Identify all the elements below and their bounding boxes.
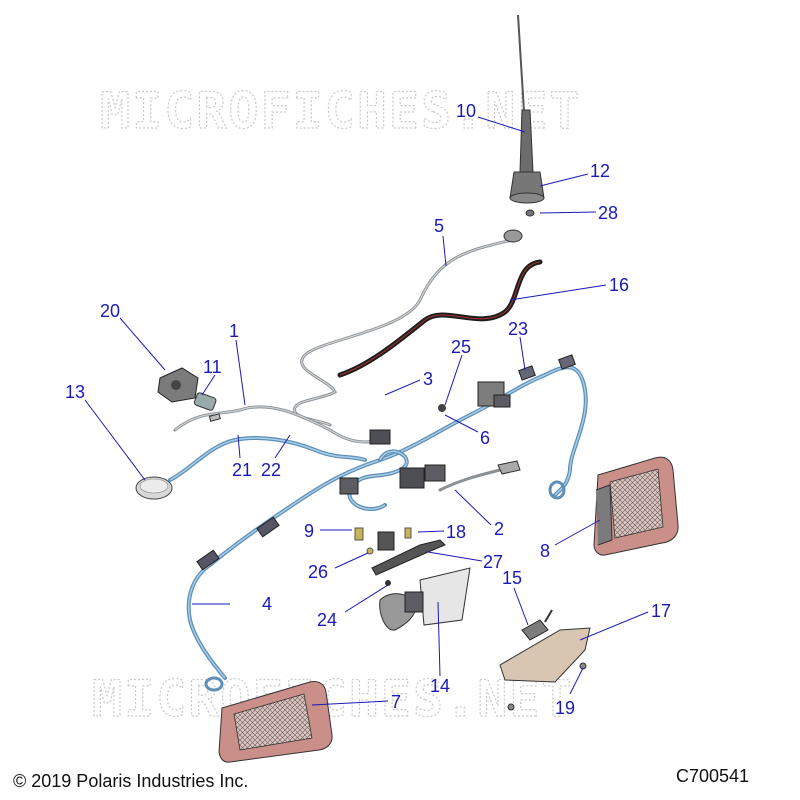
callout-17: 17 <box>651 601 671 621</box>
watermark-bottom: MICROFICHES.NET <box>92 670 574 728</box>
callout-5: 5 <box>434 216 444 236</box>
connector-11 <box>193 392 217 411</box>
callout-22: 22 <box>261 460 281 480</box>
speaker-harness <box>168 354 588 692</box>
callout-26: 26 <box>308 562 328 582</box>
callout-8: 8 <box>540 541 550 561</box>
callout-20: 20 <box>100 301 120 321</box>
callout-27: 27 <box>483 552 503 572</box>
callout-15: 15 <box>502 568 522 588</box>
plate-17 <box>499 627 591 683</box>
callout-14: 14 <box>430 676 450 696</box>
callout-18: 18 <box>446 522 466 542</box>
callout-11: 11 <box>203 357 222 377</box>
speaker-8 <box>593 456 679 556</box>
antenna-cable <box>293 229 523 427</box>
hardware <box>354 404 587 711</box>
callout-12: 12 <box>590 161 610 181</box>
callout-13: 13 <box>65 382 85 402</box>
bracket-18 <box>371 539 446 576</box>
harness-lead <box>173 405 382 444</box>
callout-3: 3 <box>423 369 433 389</box>
callout-23: 23 <box>508 319 528 339</box>
callout-24: 24 <box>317 610 337 630</box>
antenna <box>509 14 545 217</box>
clip-15 <box>521 609 553 641</box>
callout-16: 16 <box>609 275 629 295</box>
callout-2: 2 <box>494 519 504 539</box>
microphone-13 <box>135 476 173 500</box>
callout-9: 9 <box>304 521 314 541</box>
callout-4: 4 <box>262 594 272 614</box>
callout-6: 6 <box>480 428 490 448</box>
copyright-notice: © 2019 Polaris Industries Inc. <box>13 771 248 791</box>
callout-25: 25 <box>451 337 471 357</box>
watermark-top: MICROFICHES.NET <box>100 82 582 140</box>
callout-10: 10 <box>456 101 476 121</box>
callout-28: 28 <box>598 203 618 223</box>
callout-7: 7 <box>391 692 401 712</box>
bracket-14 <box>379 567 471 631</box>
diagram-code: C700541 <box>676 766 749 786</box>
ground-strap <box>337 259 543 378</box>
callout-21: 21 <box>232 460 252 480</box>
callout-1: 1 <box>229 321 239 341</box>
callout-19: 19 <box>555 698 575 718</box>
bracket-20 <box>157 367 199 403</box>
leader-lines <box>84 116 649 706</box>
usb-cable-2 <box>438 460 521 492</box>
junction-block <box>339 381 511 495</box>
speaker-7 <box>218 681 333 763</box>
callouts: 10 12 28 5 16 20 1 23 25 11 3 13 6 21 22… <box>65 101 671 718</box>
